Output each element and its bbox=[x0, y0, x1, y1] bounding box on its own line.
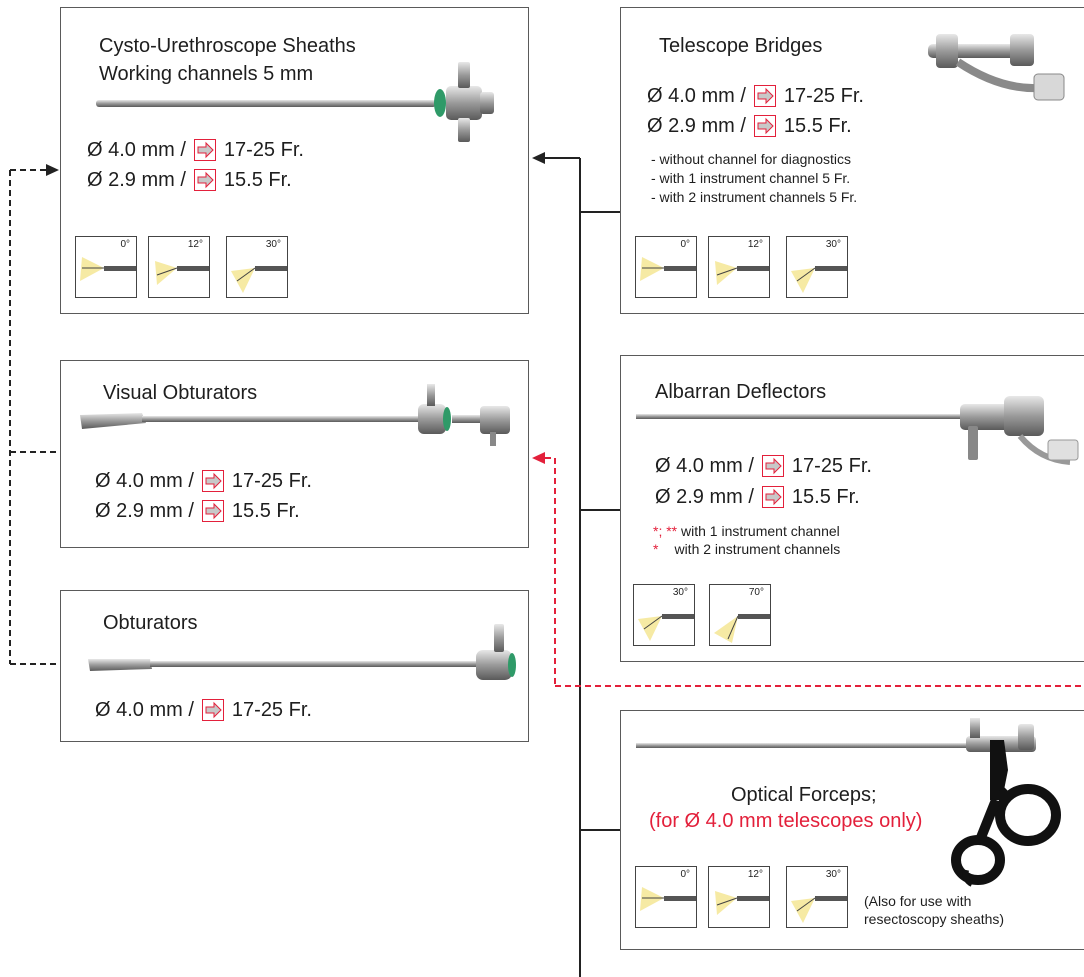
visual-obturator-image bbox=[80, 384, 510, 446]
angle-0-icon: 0° bbox=[635, 866, 697, 928]
cysto-sheath-image bbox=[96, 62, 494, 142]
bridges-note-1: - without channel for diagnostics bbox=[651, 151, 851, 167]
forceps-note-1: (Also for use with bbox=[864, 893, 972, 909]
albarran-title: Albarran Deflectors bbox=[655, 381, 827, 403]
visual-title: Visual Obturators bbox=[103, 382, 258, 404]
albarran-note-2: *with 2 instrument channels bbox=[653, 541, 841, 557]
bridges-spec-2: Ø 2.9 mm / 15.5 Fr. bbox=[647, 115, 852, 137]
forceps-subtitle: (for Ø 4.0 mm telescopes only) bbox=[649, 810, 923, 832]
bridges-note-2: - with 1 instrument channel 5 Fr. bbox=[651, 170, 851, 186]
cysto-spec-1: Ø 4.0 mm / 17-25 Fr. bbox=[87, 139, 304, 161]
albarran-deflector-image bbox=[636, 396, 1079, 465]
obturators-spec-1: Ø 4.0 mm / 17-25 Fr. bbox=[95, 699, 312, 721]
telescope-bridge-image bbox=[928, 34, 1065, 101]
angle-70-icon: 70° bbox=[709, 584, 771, 646]
albarran-note-1: *; ** with 1 instrument channel bbox=[653, 523, 840, 539]
albarran-spec-2: Ø 2.9 mm / 15.5 Fr. bbox=[655, 486, 860, 508]
angle-0-icon: 0° bbox=[635, 236, 697, 298]
forceps-title: Optical Forceps; bbox=[731, 784, 877, 806]
visual-spec-2: Ø 2.9 mm / 15.5 Fr. bbox=[95, 500, 300, 522]
cysto-title: Cysto-Urethroscope Sheaths bbox=[99, 35, 356, 57]
arrow-box-icon bbox=[193, 139, 216, 161]
angle-12-icon: 12° bbox=[148, 236, 210, 298]
bridges-note-3: - with 2 instrument channels 5 Fr. bbox=[651, 189, 858, 205]
telescope-bridges-card: Telescope Bridges Ø 4.0 mm / 17-25 Fr. Ø… bbox=[620, 7, 1084, 314]
arrow-box-icon bbox=[753, 115, 776, 137]
optical-forceps-image bbox=[636, 718, 1061, 887]
cysto-subtitle: Working channels 5 mm bbox=[99, 63, 314, 85]
dashed-connector bbox=[9, 169, 60, 665]
arrow-box-icon bbox=[761, 486, 784, 508]
cysto-spec-2: Ø 2.9 mm / 15.5 Fr. bbox=[87, 169, 292, 191]
bridges-title: Telescope Bridges bbox=[659, 35, 823, 57]
angle-30-icon: 30° bbox=[226, 236, 288, 298]
angle-0-icon: 0° bbox=[75, 236, 137, 298]
forceps-note-2: resectoscopy sheaths) bbox=[864, 911, 1005, 927]
dashed-arrowhead bbox=[46, 164, 59, 176]
angle-30-icon: 30° bbox=[786, 236, 848, 298]
visual-obturators-card: Visual Obturators Ø 4.0 mm / 17-25 Fr. Ø… bbox=[60, 360, 529, 548]
arrow-box-icon bbox=[753, 85, 776, 107]
red-dashed-connector bbox=[545, 457, 1084, 687]
arrow-box-icon bbox=[201, 699, 224, 721]
angle-30-icon: 30° bbox=[786, 866, 848, 928]
arrow-box-icon bbox=[761, 455, 784, 477]
bridges-spec-1: Ø 4.0 mm / 17-25 Fr. bbox=[647, 85, 864, 107]
obturator-image bbox=[88, 624, 516, 680]
visual-spec-1: Ø 4.0 mm / 17-25 Fr. bbox=[95, 470, 312, 492]
arrow-box-icon bbox=[201, 500, 224, 522]
solid-arrowhead bbox=[532, 152, 545, 164]
red-arrowhead bbox=[532, 452, 545, 464]
albarran-spec-1: Ø 4.0 mm / 17-25 Fr. bbox=[655, 455, 872, 477]
arrow-box-icon bbox=[193, 169, 216, 191]
obturators-title: Obturators bbox=[103, 612, 198, 634]
angle-12-icon: 12° bbox=[708, 236, 770, 298]
cysto-sheaths-card: Cysto-Urethroscope Sheaths Working chann… bbox=[60, 7, 529, 314]
angle-12-icon: 12° bbox=[708, 866, 770, 928]
angle-30-icon: 30° bbox=[633, 584, 695, 646]
arrow-box-icon bbox=[201, 470, 224, 492]
